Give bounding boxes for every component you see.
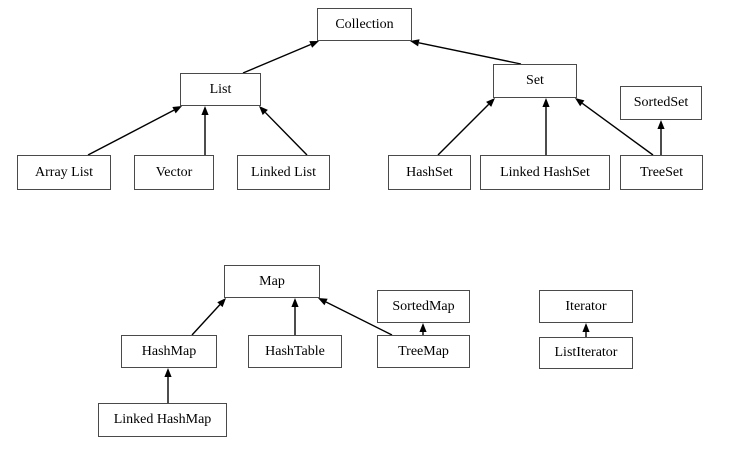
node-label: Map [259, 273, 285, 289]
node-box-hashset[interactable]: HashSet [388, 155, 471, 190]
edge-line [418, 42, 522, 65]
edge-treemap-to-sortedmap [419, 323, 427, 335]
edge-arrowhead-icon [657, 120, 665, 129]
edge-arrowhead-icon [318, 298, 328, 306]
edge-line [437, 103, 490, 156]
edge-arrowhead-icon [217, 298, 226, 308]
edge-treeset-to-set [575, 98, 654, 156]
edge-arrowhead-icon [309, 41, 319, 48]
node-box-hashmap[interactable]: HashMap [121, 335, 217, 368]
node-box-hashtable[interactable]: HashTable [248, 335, 342, 368]
edge-arrowhead-icon [582, 323, 590, 332]
node-label: Linked HashSet [500, 164, 590, 180]
node-label: SortedMap [392, 298, 455, 314]
edge-arrowhead-icon [201, 106, 209, 115]
node-box-treemap[interactable]: TreeMap [377, 335, 470, 368]
node-label: Collection [335, 16, 394, 32]
node-box-treeset[interactable]: TreeSet [620, 155, 703, 190]
node-label: TreeSet [639, 164, 684, 180]
node-label: Vector [155, 164, 193, 180]
edge-listiterator-to-iterator [582, 323, 590, 337]
node-label: SortedSet [633, 95, 689, 110]
edge-arrowhead-icon [410, 39, 420, 47]
node-label: List [209, 81, 232, 97]
edge-arrowhead-icon [542, 98, 550, 107]
edge-linkedlist-to-list [259, 106, 308, 156]
edge-arrowhead-icon [172, 106, 182, 114]
node-box-list[interactable]: List [180, 73, 261, 106]
node-box-arraylist[interactable]: Array List [17, 155, 111, 190]
node-box-set[interactable]: Set [493, 64, 577, 98]
edge-line [581, 102, 654, 156]
node-label: HashSet [406, 164, 453, 180]
node-box-linkedlist[interactable]: Linked List [237, 155, 330, 190]
edge-treeset-to-sortedset [657, 120, 665, 155]
node-box-iterator[interactable]: Iterator [539, 290, 633, 323]
edge-set-to-collection [410, 39, 522, 65]
edge-line [242, 43, 311, 74]
edge-line [87, 109, 175, 156]
edge-arrowhead-icon [419, 323, 427, 332]
edge-arrowhead-icon [486, 98, 495, 107]
edge-list-to-collection [242, 41, 319, 74]
edge-linkedhashset-to-set [542, 98, 550, 155]
node-label: HashMap [141, 343, 197, 359]
node-box-vector[interactable]: Vector [134, 155, 214, 190]
node-box-linkedhashset[interactable]: Linked HashSet [480, 155, 610, 190]
edge-arrowhead-icon [259, 106, 268, 115]
edge-line [325, 301, 393, 336]
node-label: Iterator [565, 298, 607, 314]
edge-linkedhashmap-to-hashmap [164, 368, 172, 403]
node-label: Set [526, 73, 544, 88]
node-box-sortedset[interactable]: SortedSet [620, 86, 702, 120]
edge-line [264, 111, 308, 156]
node-label: Linked HashMap [113, 412, 212, 427]
node-label: TreeMap [398, 343, 449, 359]
edge-hashtable-to-map [291, 298, 299, 335]
node-box-map[interactable]: Map [224, 265, 320, 298]
node-box-listiterator[interactable]: ListIterator [539, 337, 633, 369]
edge-vector-to-list [201, 106, 209, 155]
node-box-linkedhashmap[interactable]: Linked HashMap [98, 403, 227, 437]
node-box-collection[interactable]: Collection [317, 8, 412, 41]
node-label: ListIterator [554, 345, 618, 360]
edge-arrowhead-icon [291, 298, 299, 307]
edge-arrowhead-icon [164, 368, 172, 377]
edge-treemap-to-map [318, 298, 393, 336]
edge-arraylist-to-list [87, 106, 182, 156]
node-box-sortedmap[interactable]: SortedMap [377, 290, 470, 323]
edge-line [191, 304, 221, 336]
node-label: Array List [35, 164, 93, 180]
node-label: Linked List [251, 164, 316, 180]
edge-arrowhead-icon [575, 98, 585, 107]
edge-hashmap-to-map [191, 298, 226, 336]
edge-hashset-to-set [437, 98, 495, 156]
node-label: HashTable [265, 343, 325, 359]
